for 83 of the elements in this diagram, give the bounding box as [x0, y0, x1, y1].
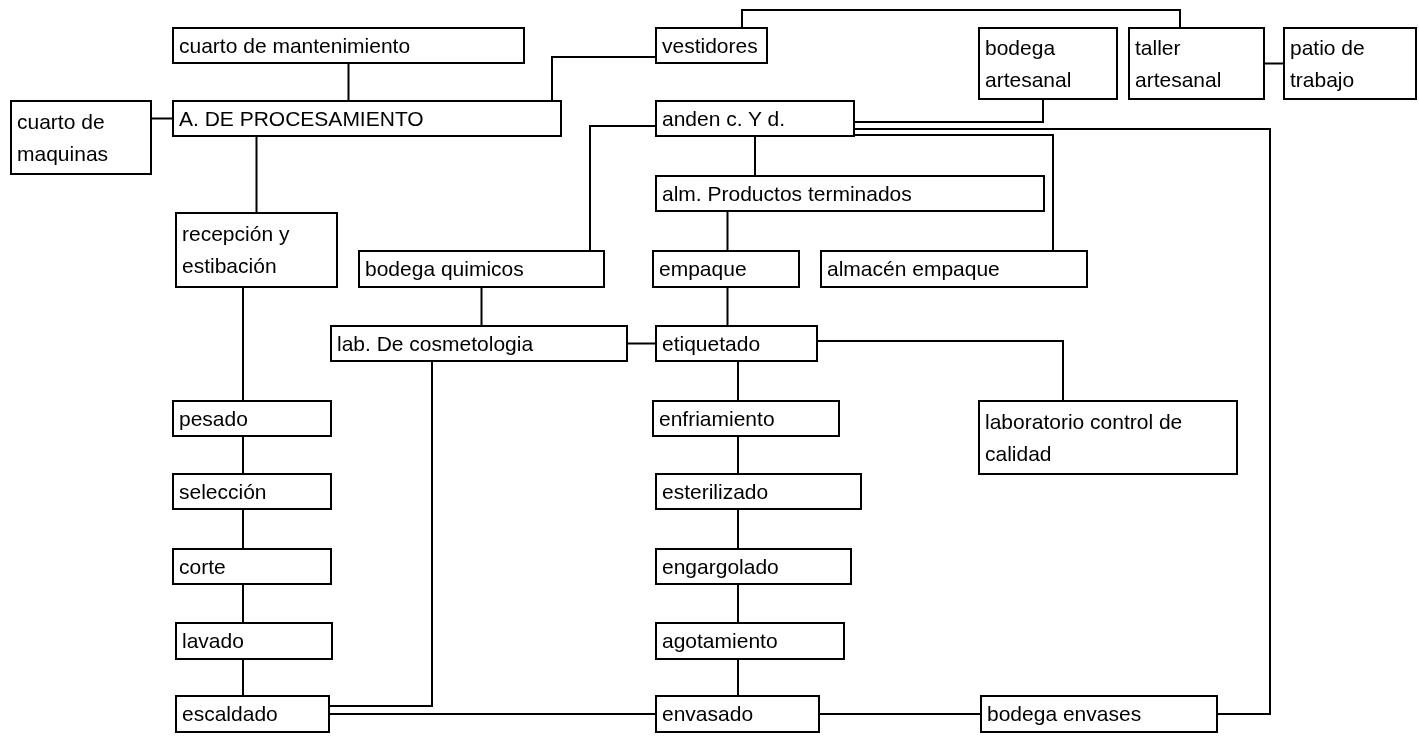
connector-line: [819, 713, 981, 715]
area-box: [1128, 27, 1265, 100]
connector-line: [480, 287, 483, 326]
area-name: agotamiento: [662, 628, 779, 654]
area-name: lavado: [182, 628, 245, 654]
area-name: enfriamiento: [659, 405, 776, 432]
area-box: [10, 100, 152, 175]
area-box: [820, 250, 1088, 288]
area-box: [655, 548, 852, 585]
area-box: [655, 100, 855, 137]
area-box: [652, 250, 800, 288]
connector-line: [741, 9, 1181, 28]
area-name: engargolado: [662, 553, 780, 580]
connector-line: [347, 63, 350, 101]
area-box: [175, 695, 330, 733]
area-name: bodega envases: [987, 701, 1143, 727]
connector-line: [854, 128, 1271, 715]
area-name: selección: [179, 478, 268, 505]
connector-line: [151, 117, 173, 120]
area-name: vestidores: [662, 32, 759, 59]
connector-line: [854, 134, 1054, 251]
connector-line: [589, 125, 656, 251]
area-box: [175, 212, 338, 288]
connector-line: [754, 136, 756, 176]
area-name: bodega artesanal: [985, 34, 1073, 93]
area-box: [172, 473, 332, 510]
area-name: escaldado: [182, 701, 279, 727]
connector-line: [737, 584, 739, 623]
connector-line: [329, 713, 656, 715]
connector-line: [1264, 62, 1284, 65]
connector-line: [627, 342, 656, 345]
area-box: [172, 27, 525, 64]
area-name: pesado: [179, 405, 249, 432]
area-box: [978, 400, 1238, 475]
connector-line: [854, 99, 1044, 123]
area-box: [175, 622, 333, 660]
area-name: etiquetado: [662, 330, 762, 357]
area-name: empaque: [659, 256, 748, 282]
area-box: [652, 400, 840, 437]
area-box: [172, 100, 562, 137]
area-box: [655, 695, 820, 733]
area-name: bodega quimicos: [365, 256, 525, 282]
area-name: alm. Productos terminados: [662, 180, 913, 207]
area-name: A. DE PROCESAMIENTO: [179, 105, 425, 132]
area-box: [655, 325, 818, 362]
area-name: esterilizado: [662, 478, 770, 505]
connector-line: [242, 287, 244, 401]
connector-line: [737, 361, 739, 401]
area-box: [980, 695, 1218, 733]
area-name: laboratorio control de calidad: [985, 408, 1184, 467]
area-box: [330, 325, 628, 362]
area-box: [978, 27, 1118, 100]
area-name: taller artesanal: [1135, 34, 1223, 93]
area-name: cuarto de mantenimiento: [179, 32, 412, 59]
area-box: [655, 175, 1045, 212]
area-box: [172, 400, 332, 437]
area-box: [655, 473, 862, 510]
area-box: [655, 622, 845, 660]
connector-line: [329, 361, 433, 707]
area-name: recepción y estibación: [182, 221, 291, 279]
connector-line: [242, 509, 244, 549]
connector-line: [737, 509, 739, 549]
connector-line: [551, 56, 656, 101]
connector-line: [255, 136, 258, 213]
area-box: [358, 250, 605, 288]
connector-line: [726, 287, 729, 326]
connector-line: [737, 659, 739, 696]
connector-line: [817, 340, 1064, 401]
area-name: almacén empaque: [827, 256, 1001, 282]
connector-line: [737, 436, 739, 474]
connector-line: [242, 659, 244, 696]
area-name: corte: [179, 553, 227, 580]
connector-line: [242, 436, 244, 474]
area-box: [172, 548, 332, 585]
area-name: patio de trabajo: [1290, 34, 1366, 93]
area-name: lab. De cosmetologia: [337, 330, 535, 357]
area-name: cuarto de maquinas: [17, 108, 110, 167]
area-box: [655, 27, 768, 64]
area-name: anden c. Y d.: [662, 105, 786, 132]
area-name: envasado: [662, 701, 755, 727]
area-box: [1283, 27, 1417, 100]
connector-line: [726, 211, 729, 251]
connector-line: [242, 584, 244, 623]
